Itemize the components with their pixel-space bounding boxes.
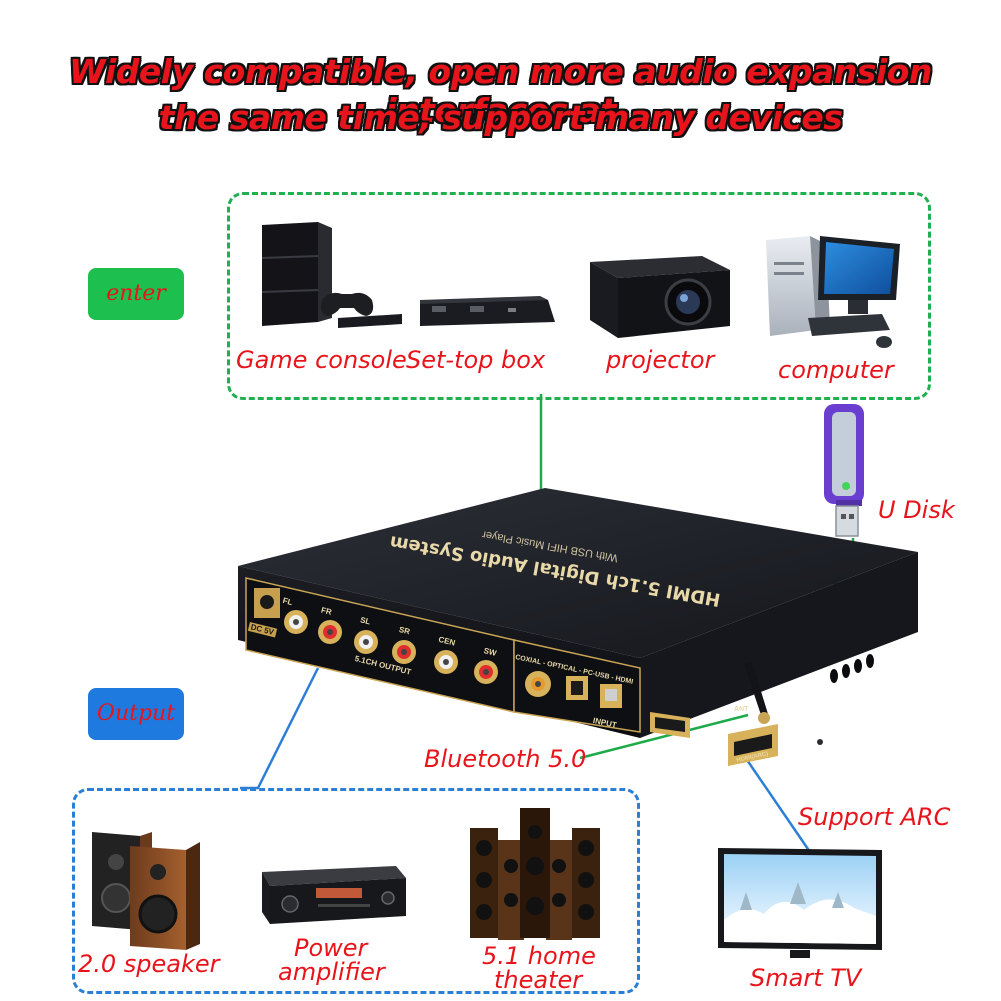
audio-system-device: [238, 488, 918, 766]
port-label-sr: SR: [397, 624, 411, 637]
set-top-box-image: [420, 296, 555, 326]
bluetooth-pointer-line: [579, 713, 749, 760]
output-devices-box: [72, 788, 640, 994]
rca-sr-port: [392, 640, 416, 664]
ant-label: ANT: [734, 706, 749, 713]
arc-connection-line: [743, 756, 812, 853]
output-connection-line: [240, 667, 320, 790]
speaker-label: 2.0 speaker: [78, 950, 220, 978]
rca-sl-port: [354, 630, 378, 654]
power-amplifier-image: [262, 866, 406, 924]
smart-tv-image: [718, 848, 882, 958]
rca-fr-port: [318, 620, 342, 644]
side-vents: [817, 654, 874, 745]
theater-label-line1: 5.1 home: [482, 942, 596, 970]
bluetooth-label: Bluetooth 5.0: [424, 745, 587, 773]
home-theater-image: [470, 808, 600, 940]
bluetooth-antenna: [744, 662, 770, 724]
port-label-sl: SL: [359, 615, 372, 627]
computer-image: [766, 236, 900, 348]
enter-badge: enter: [88, 268, 184, 320]
computer-label: computer: [778, 356, 894, 384]
port-label-fr: FR: [320, 605, 333, 617]
stereo-speakers-image: [92, 832, 200, 950]
headline-line-1: Widely compatible, open more audio expan…: [69, 52, 932, 130]
output-badge: Output: [88, 688, 184, 740]
headline-line-2: the same time, support many devices: [158, 98, 843, 137]
amplifier-label-line1: Power: [294, 934, 368, 962]
theater-label-line2: theater: [494, 966, 583, 994]
rca-cen-port: [434, 650, 458, 674]
projector-label: projector: [606, 346, 715, 374]
port-label-fl: FL: [281, 596, 294, 608]
input-devices-box: [227, 192, 931, 400]
amplifier-label-line2: amplifier: [278, 958, 385, 986]
u-disk-image: [824, 404, 864, 537]
u-disk-label: U Disk: [878, 496, 955, 524]
rca-fl-port: [284, 610, 308, 634]
game-console-image: [261, 222, 402, 328]
set-top-box-label: Set-top box: [406, 346, 546, 374]
rca-sw-port: [474, 660, 498, 684]
smart-tv-label: Smart TV: [750, 964, 862, 992]
support-arc-label: Support ARC: [798, 803, 951, 831]
game-console-label: Game console: [236, 346, 407, 374]
projector-image: [590, 256, 730, 338]
coaxial-port: [525, 671, 551, 697]
